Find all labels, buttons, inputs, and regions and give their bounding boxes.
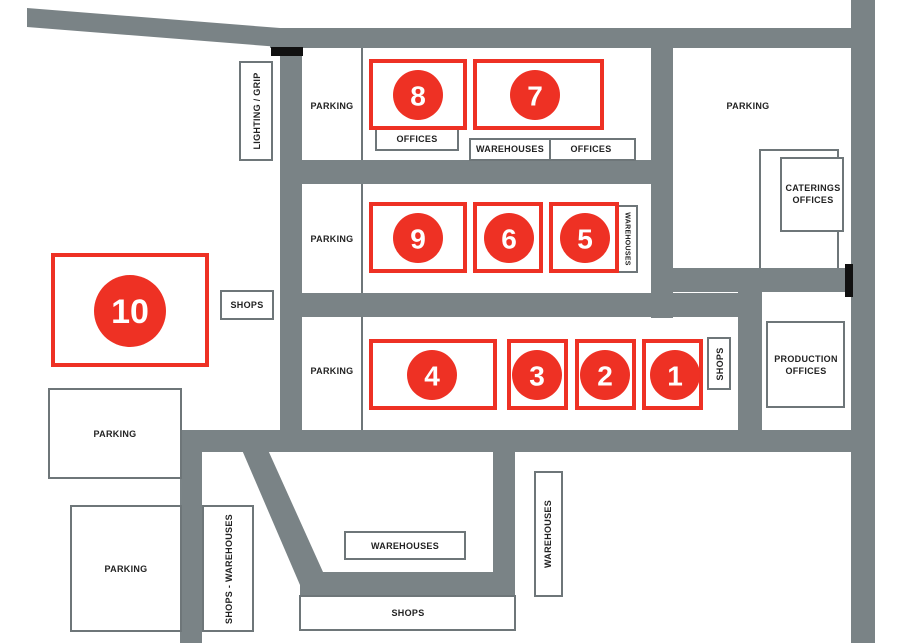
building-caterings-offices (780, 157, 844, 232)
stage-7-number: 7 (527, 81, 543, 112)
stage-6-number: 6 (501, 224, 517, 255)
building-production-offices (766, 321, 845, 408)
label-parking-block-2: PARKING (311, 234, 354, 244)
stage-10-frame (51, 253, 209, 367)
label-parking-west-2: PARKING (105, 564, 148, 574)
gate-north (271, 47, 303, 56)
stage-9-number: 9 (410, 224, 426, 255)
stage-6-frame (473, 202, 543, 273)
label-warehouses-south-vertical: WAREHOUSES (543, 500, 553, 568)
label-warehouses-block-2: WAREHOUSES (624, 212, 631, 266)
stage-1-frame (642, 339, 703, 410)
road-center-vertical (651, 28, 673, 318)
label-production-offices: OFFICES (785, 366, 826, 376)
stage-5-frame (549, 202, 619, 273)
stage-4-frame (369, 339, 497, 410)
label-parking-west-1: PARKING (94, 429, 137, 439)
label-parking-northeast: PARKING (727, 101, 770, 111)
label-parking-block-1: PARKING (311, 101, 354, 111)
stage-6-badge[interactable] (484, 213, 534, 263)
road-north (270, 28, 856, 48)
building-parking-west-1 (48, 388, 182, 479)
label-warehouses-block-1: WAREHOUSES (476, 144, 544, 154)
stage-9-frame (369, 202, 467, 273)
label-offices-block-1b: OFFICES (570, 144, 611, 154)
label-caterings: CATERINGS (785, 183, 840, 193)
stage-3-badge[interactable] (512, 350, 562, 400)
road-east-vertical (851, 0, 875, 643)
label-parking-block-3: PARKING (311, 366, 354, 376)
road-network (27, 0, 875, 643)
road-south-center-vertical (493, 450, 515, 596)
label-shops-block-3: SHOPS (715, 347, 725, 380)
building-shops-warehouses-vertical (202, 505, 254, 632)
road-south-bottom (300, 572, 515, 596)
road-row-1-2 (280, 160, 670, 184)
stage-2-frame (575, 339, 636, 410)
building-lighting-grip (239, 61, 273, 161)
label-caterings-offices: OFFICES (792, 195, 833, 205)
label-shops-warehouses: SHOPS - WAREHOUSES (224, 514, 234, 624)
road-south-diagonal (242, 450, 323, 585)
label-shops-west: SHOPS (230, 300, 263, 310)
stage-2-badge[interactable] (580, 350, 630, 400)
stage-7-frame (473, 59, 604, 130)
label-production: PRODUCTION (774, 354, 838, 364)
stage-5-number: 5 (577, 224, 593, 255)
building-offices-block-1b (549, 138, 636, 161)
building-warehouses-south-vertical (534, 471, 563, 597)
stage-4-badge[interactable] (407, 350, 457, 400)
road-northwest-diagonal (27, 8, 280, 47)
stage-1-number: 1 (667, 361, 683, 392)
building-parking-west-2 (70, 505, 182, 632)
building-shops-block-3 (707, 337, 731, 390)
stage-5-badge[interactable] (560, 213, 610, 263)
stage-10-badge[interactable] (94, 275, 166, 347)
stage-8-number: 8 (410, 81, 426, 112)
road-south-horizontal (180, 430, 856, 452)
label-lighting-grip: LIGHTING / GRIP (252, 72, 262, 149)
road-row-2-3 (280, 293, 760, 317)
label-shops-south: SHOPS (391, 608, 424, 618)
stage-10-number: 10 (111, 293, 149, 331)
stage-2-number: 2 (597, 361, 613, 392)
road-short-vertical (738, 268, 762, 448)
label-offices-block-1: OFFICES (396, 134, 437, 144)
stage-7-badge[interactable] (510, 70, 560, 120)
stage-8-badge[interactable] (393, 70, 443, 120)
stage-3-frame (507, 339, 568, 410)
building-shops-west (220, 290, 274, 320)
building-warehouses-south (344, 531, 466, 560)
stage-8-frame (369, 59, 467, 130)
stage-3-number: 3 (529, 361, 545, 392)
building-shops-south (299, 595, 516, 631)
road-main-vertical (280, 28, 302, 448)
road-southwest-vertical (180, 430, 202, 643)
stage-1-badge[interactable] (650, 350, 700, 400)
gate-east (845, 264, 853, 297)
stage-4-number: 4 (424, 361, 440, 392)
stage-9-badge[interactable] (393, 213, 443, 263)
label-warehouses-south: WAREHOUSES (371, 541, 439, 551)
